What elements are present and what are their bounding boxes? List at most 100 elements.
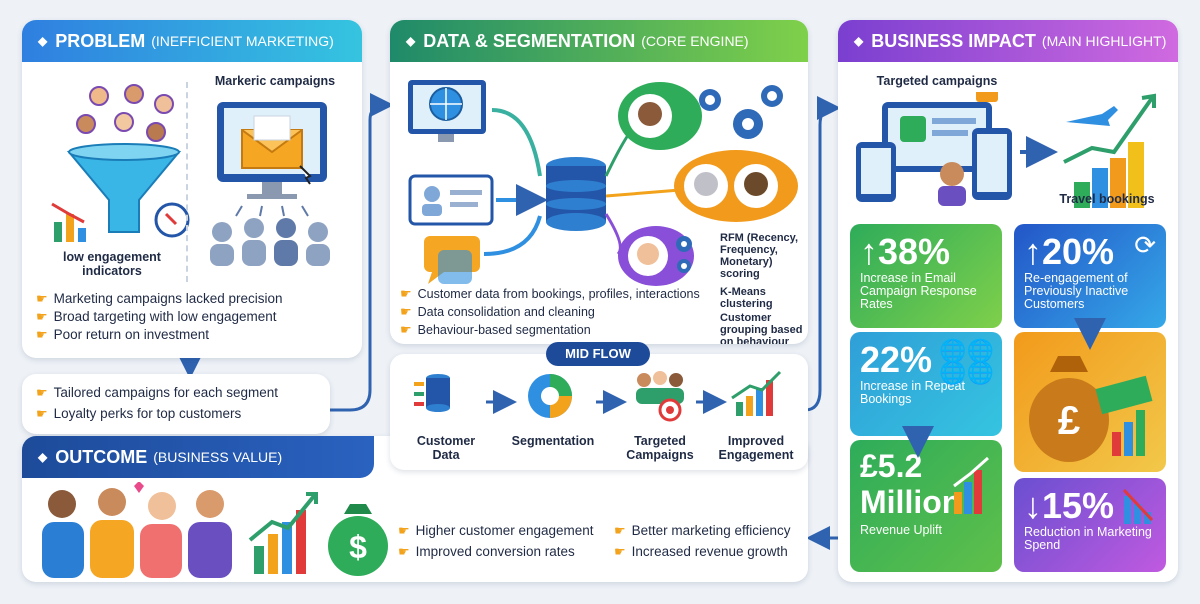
funnel-illustration: [51, 84, 190, 242]
problem-bullets: ☛Marketing campaigns lacked precision ☛B…: [36, 290, 283, 344]
segment-avatar-green-icon: [618, 82, 702, 150]
svg-text:£: £: [1058, 399, 1080, 443]
happy-people-icon: [42, 488, 232, 578]
chat-bubble-icon: [424, 236, 480, 284]
web-monitor-icon: [408, 80, 486, 142]
travel-bookings-icon: [1063, 93, 1156, 208]
metric-caption: Reduction in Marketing Spend: [1024, 525, 1152, 552]
segment-avatar-orange-icon: [674, 150, 798, 222]
pointing-hand-icon: ☛: [36, 406, 48, 421]
pointing-hand-icon: ☛: [36, 291, 48, 306]
data-header: ◆ DATA & SEGMENTATION (CORE ENGINE): [390, 20, 808, 62]
svg-text:$: $: [349, 529, 367, 565]
data-title: DATA & SEGMENTATION: [423, 30, 636, 51]
problem-title: PROBLEM: [55, 30, 146, 51]
bullet-item: ☛Higher customer engagement: [398, 523, 594, 538]
pointing-hand-icon: ☛: [36, 309, 48, 324]
data-stack-icon: [414, 374, 450, 412]
metric-caption: Revenue Uplift: [860, 523, 942, 537]
metric-value: ↑38%: [860, 231, 951, 272]
bullet-item: ☛Improved conversion rates: [398, 544, 575, 559]
outcome-header: ◆ OUTCOME (BUSINESS VALUE): [22, 436, 374, 478]
pointing-hand-icon: ☛: [400, 304, 412, 319]
target-audience-icon: [636, 371, 684, 422]
money-bag-tile: £: [1014, 332, 1166, 472]
uplift-chart-icon: [953, 456, 989, 514]
bullet-item: ☛Data consolidation and cleaning: [400, 304, 595, 319]
step-segmentation: Segmentation: [511, 434, 595, 448]
profile-card-icon: [408, 174, 494, 226]
problem-header: ◆ PROBLEM (INEFFICIENT MARKETING): [22, 20, 362, 62]
arrow-to-data: [330, 93, 394, 412]
step-targeted-campaigns: Targeted Campaigns: [626, 434, 694, 462]
campaigns-label: Markeric campaigns: [214, 74, 336, 88]
pointing-hand-icon: ☛: [36, 385, 48, 400]
data-flow-illustration: [408, 80, 798, 286]
crowd-icon: [210, 218, 330, 266]
declining-chart-icon: [1122, 488, 1154, 524]
campaign-illustration: [210, 102, 330, 266]
growth-chart-icon: [248, 492, 318, 574]
metric-tile-reengagement: ↑20% Re-engagement of Previously Inactiv…: [1014, 224, 1166, 328]
pointing-hand-icon: ☛: [614, 544, 626, 559]
database-icon: [546, 157, 606, 231]
refresh-icon: ⟳: [1134, 230, 1156, 260]
pointing-hand-icon: ☛: [398, 544, 410, 559]
metric-tile-email-response: ↑38% Increase in Email Campaign Response…: [850, 224, 1002, 328]
bullet-item: ☛Increased revenue growth: [614, 544, 788, 559]
outcome-illustration: $: [42, 482, 388, 578]
people-icon: [76, 84, 174, 142]
business-impact-panel: ◆ BUSINESS IMPACT (MAIN HIGHLIGHT) Targe…: [838, 20, 1178, 582]
rfm-note: RFM (Recency, Frequency, Monetary) scori…: [720, 232, 799, 280]
mid-flow-icons: [414, 370, 782, 422]
kmeans-note: K-Means clustering: [720, 286, 773, 310]
outcome-title: OUTCOME: [55, 446, 148, 467]
tile-arrows: [902, 318, 1106, 458]
impact-subtitle: (MAIN HIGHLIGHT): [1041, 33, 1167, 49]
cursor-icon: [299, 165, 312, 185]
step-customer-data: Customer Data: [416, 434, 476, 462]
money-bag-icon: $: [328, 504, 388, 576]
grouping-note: Customer grouping based on behaviour: [720, 312, 803, 344]
problem-subtitle: (INEFFICIENT MARKETING): [151, 33, 334, 49]
bullet-item: ☛Customer data from bookings, profiles, …: [400, 286, 700, 301]
airplane-icon: [1066, 106, 1118, 126]
outcome-subtitle: (BUSINESS VALUE): [153, 449, 283, 465]
data-segmentation-panel: ◆ DATA & SEGMENTATION (CORE ENGINE): [390, 20, 808, 344]
bullet-item: ☛Tailored campaigns for each segment: [36, 385, 279, 400]
impact-header: ◆ BUSINESS IMPACT (MAIN HIGHLIGHT): [838, 20, 1178, 62]
globe-icons: 🌐🌐🌐🌐: [939, 338, 994, 385]
pie-chart-icon: [528, 374, 572, 418]
gears-icon: [699, 85, 783, 139]
outcome-bullets-right: ☛Better marketing efficiency ☛Increased …: [614, 522, 790, 561]
mid-flow-panel: Customer Data Segmentation Targeted Camp…: [390, 354, 808, 470]
impact-illustration: [856, 92, 1156, 208]
tailored-panel: ☛Tailored campaigns for each segment ☛Lo…: [22, 374, 330, 434]
metric-value: 22%: [860, 339, 933, 380]
pointing-hand-icon: ☛: [36, 327, 48, 342]
bullet-item: ☛Behaviour-based segmentation: [400, 322, 591, 337]
bullet-item: ☛Broad targeting with low engagement: [36, 309, 277, 324]
impact-title: BUSINESS IMPACT: [871, 30, 1036, 51]
pound-bag-icon: £: [1029, 356, 1153, 462]
data-bullets: ☛Customer data from bookings, profiles, …: [400, 285, 700, 339]
pointing-hand-icon: ☛: [400, 322, 412, 337]
metric-value: ↓15%: [1024, 485, 1115, 526]
bullet-item: ☛Marketing campaigns lacked precision: [36, 291, 283, 306]
arrow-to-impact: [804, 96, 841, 412]
step-improved-engagement: Improved Engagement: [718, 434, 794, 462]
heart-icon: [134, 482, 144, 493]
engagement-label: low engagement indicators: [63, 250, 161, 278]
metric-tile-marketing-spend: ↓15% Reduction in Marketing Spend: [1014, 478, 1166, 572]
data-subtitle: (CORE ENGINE): [641, 33, 749, 49]
bullet-item: ☛Poor return on investment: [36, 327, 209, 342]
metric-caption: Increase in Repeat Bookings: [860, 379, 965, 406]
metric-tile-repeat-bookings: 22% Increase in Repeat Bookings 🌐🌐🌐🌐: [850, 332, 1002, 436]
pointing-hand-icon: ☛: [398, 523, 410, 538]
pointing-hand-icon: ☛: [614, 523, 626, 538]
bullet-item: ☛Loyalty perks for top customers: [36, 406, 242, 421]
broadcast-arrows: [235, 205, 309, 217]
pointing-hand-icon: ☛: [400, 286, 412, 301]
bullet-item: ☛Better marketing efficiency: [614, 523, 791, 538]
